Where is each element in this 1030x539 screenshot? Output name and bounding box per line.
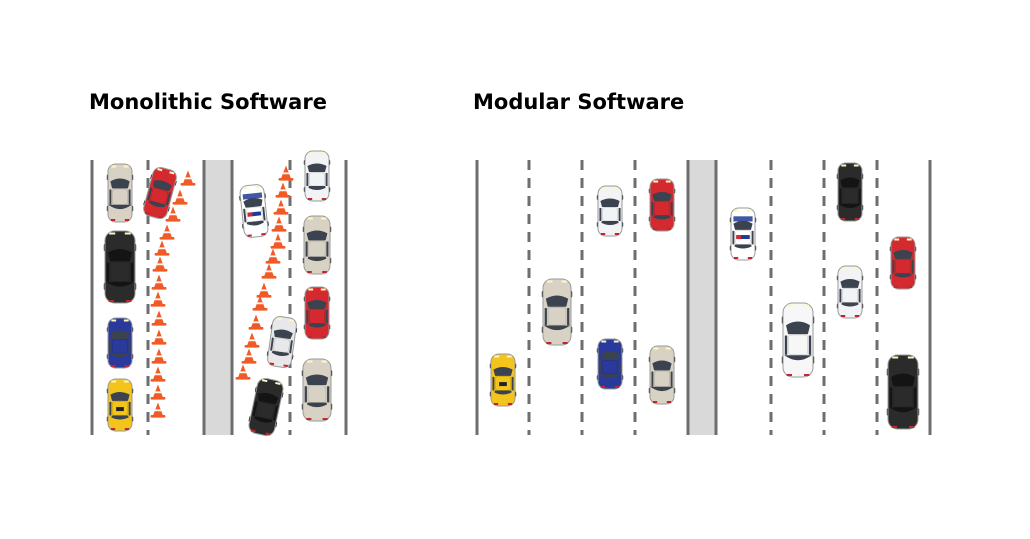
- monolithic-road: [90, 150, 348, 437]
- modular-title: Modular Software: [473, 90, 685, 114]
- traffic-cone-icon: [150, 291, 166, 307]
- car: [303, 150, 331, 202]
- car: [781, 302, 815, 378]
- car: [303, 286, 331, 340]
- car: [103, 230, 137, 304]
- road-median: [688, 160, 716, 435]
- car: [836, 265, 864, 319]
- car: [106, 163, 134, 223]
- car: [489, 353, 517, 407]
- traffic-cone-icon: [180, 170, 196, 186]
- traffic-cone-icon: [150, 402, 166, 418]
- traffic-cone-icon: [273, 199, 289, 215]
- traffic-cone-icon: [244, 332, 260, 348]
- traffic-cone-icon: [270, 233, 286, 249]
- traffic-cone-icon: [261, 263, 277, 279]
- traffic-cone-icon: [256, 282, 272, 298]
- car: [106, 317, 134, 369]
- traffic-cone-icon: [275, 182, 291, 198]
- traffic-cone-icon: [241, 348, 257, 364]
- car: [239, 184, 269, 238]
- traffic-cone-icon: [150, 366, 166, 382]
- traffic-cone-icon: [235, 364, 251, 380]
- car: [648, 178, 676, 232]
- modular-road: [475, 160, 932, 435]
- car: [143, 166, 177, 220]
- traffic-cone-icon: [265, 248, 281, 264]
- car: [266, 316, 298, 368]
- car: [596, 338, 624, 390]
- car: [596, 185, 624, 237]
- car: [541, 278, 573, 346]
- car: [729, 207, 757, 261]
- car: [889, 236, 917, 290]
- car: [301, 358, 333, 422]
- traffic-cone-icon: [252, 295, 268, 311]
- traffic-cone-icon: [278, 165, 294, 181]
- car: [648, 345, 676, 405]
- car: [886, 354, 920, 430]
- traffic-cone-icon: [151, 310, 167, 326]
- traffic-cone-icon: [151, 274, 167, 290]
- traffic-cone-icon: [151, 348, 167, 364]
- traffic-cone-icon: [165, 206, 181, 222]
- monolithic-title: Monolithic Software: [89, 90, 327, 114]
- car: [106, 378, 134, 432]
- car: [302, 215, 332, 275]
- car: [248, 377, 284, 437]
- car: [836, 162, 864, 222]
- road-median: [204, 160, 232, 435]
- traffic-cone-icon: [159, 224, 175, 240]
- traffic-cone-icon: [248, 314, 264, 330]
- traffic-cone-icon: [152, 256, 168, 272]
- traffic-cone-icon: [172, 189, 188, 205]
- traffic-cone-icon: [154, 240, 170, 256]
- traffic-cone-icon: [150, 384, 166, 400]
- traffic-cone-icon: [271, 216, 287, 232]
- traffic-cone-icon: [151, 329, 167, 345]
